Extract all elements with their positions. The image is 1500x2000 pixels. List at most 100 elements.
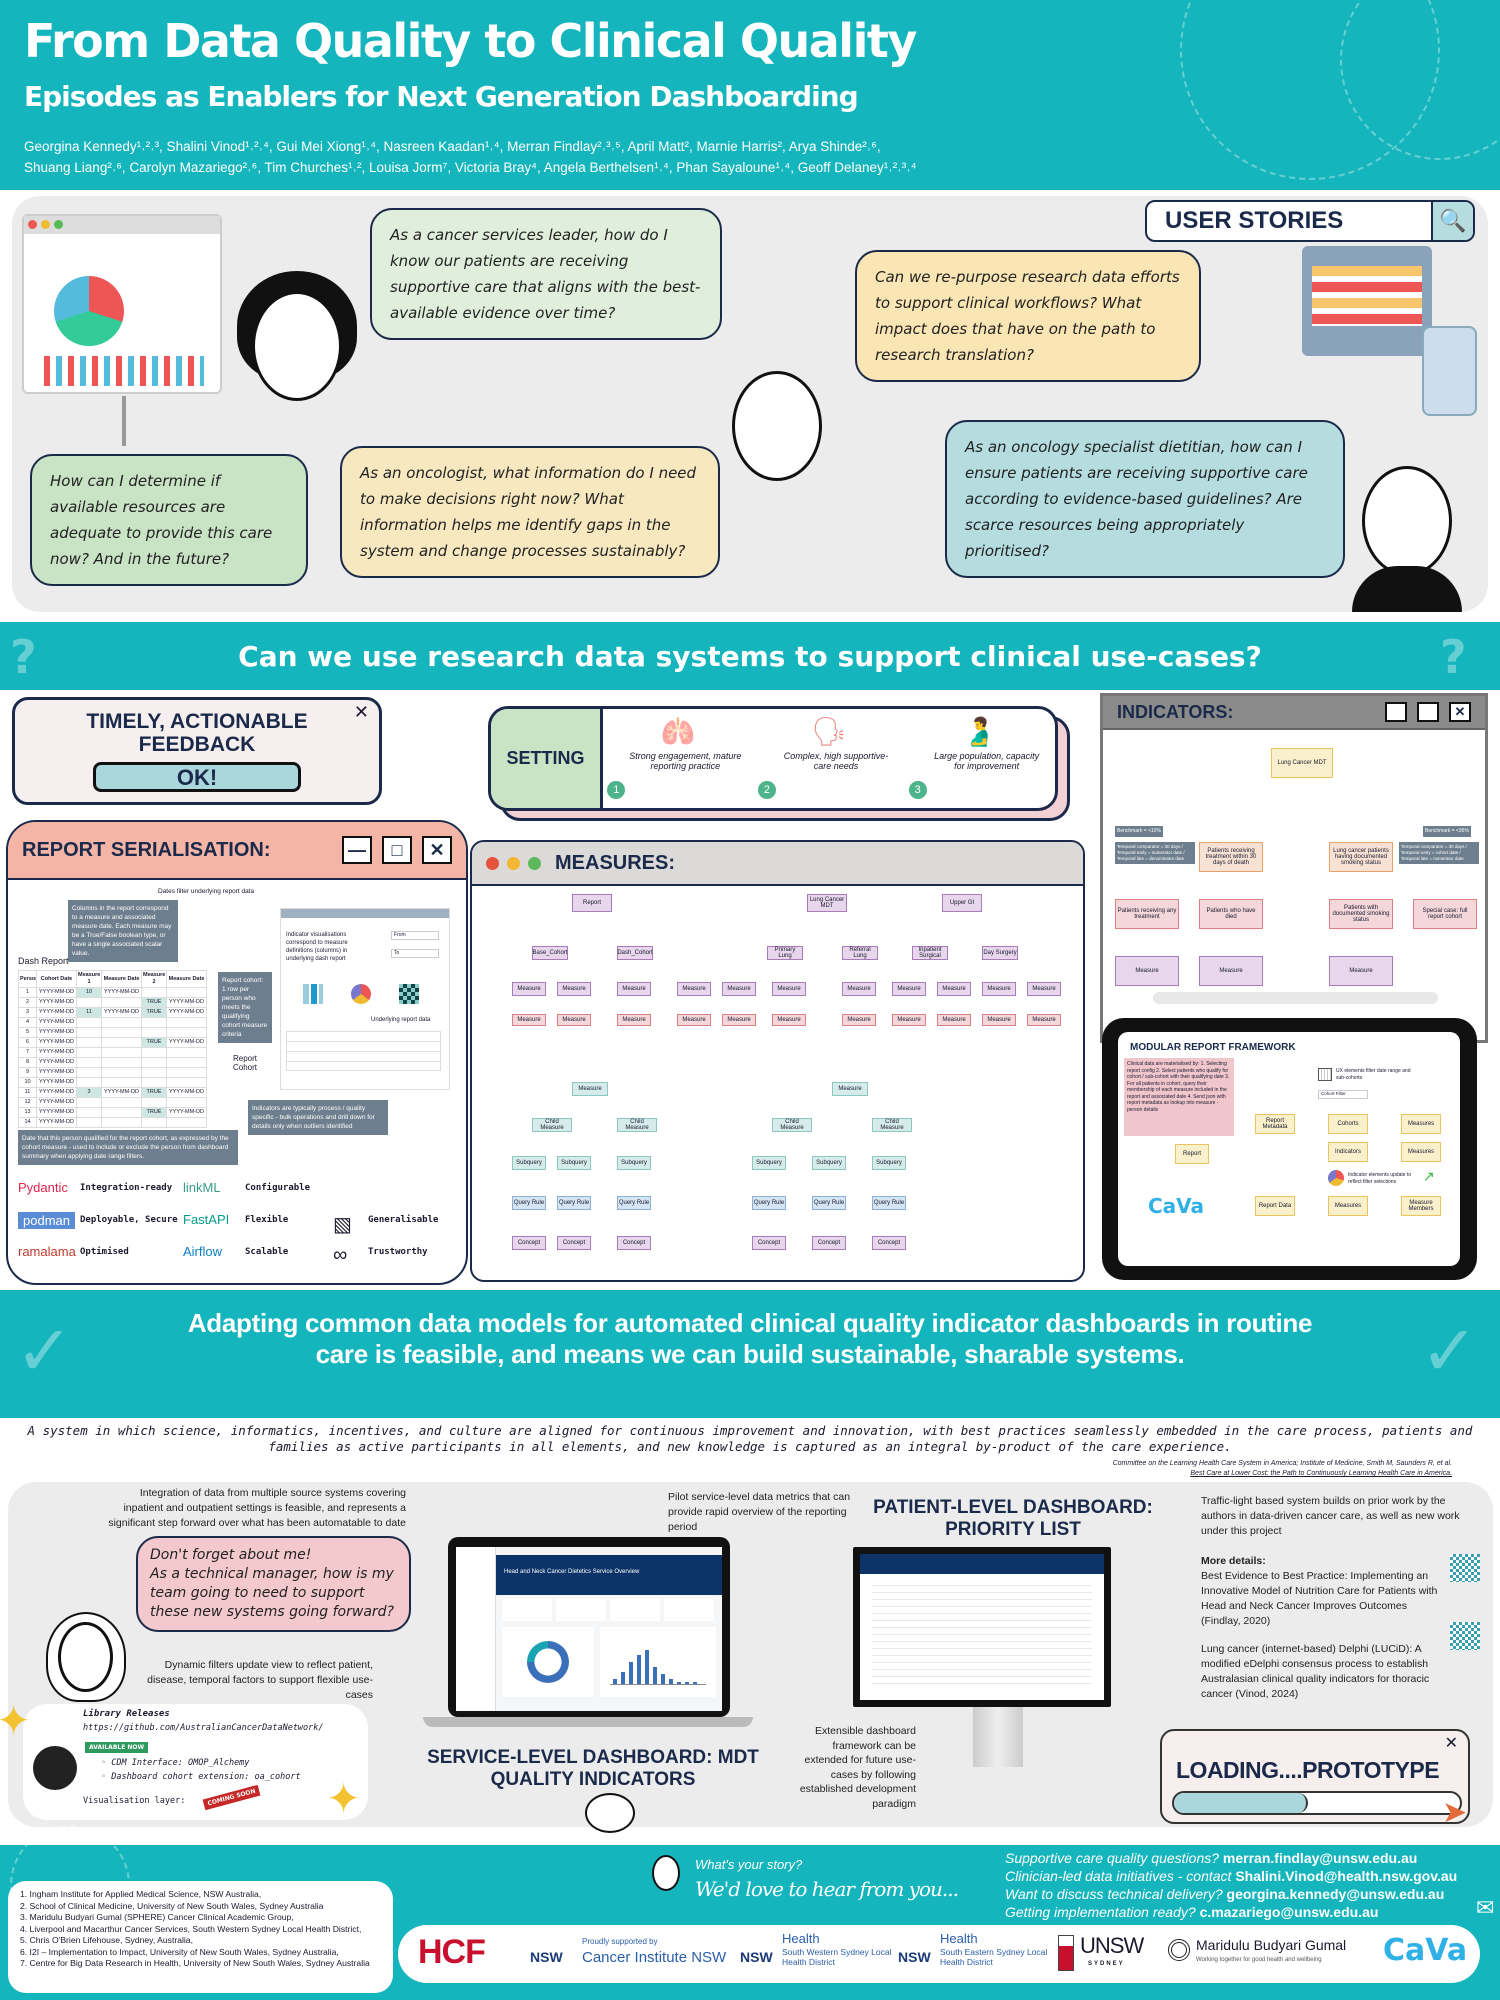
reference-vinod[interactable]: Lung cancer (internet-based) Delphi (LUC…	[1201, 1643, 1430, 1700]
table-cell	[141, 1017, 167, 1028]
framework-node: Measures	[1401, 1114, 1441, 1134]
library-name[interactable]: CDM Interface: OMOP_Alchemy	[111, 1758, 250, 1768]
qr-code-icon[interactable]	[1450, 1622, 1480, 1650]
measure-mid-node: Day Surgery	[982, 946, 1018, 960]
email-icon[interactable]: ✉	[1476, 1895, 1495, 1920]
measure-node: Measure	[512, 982, 546, 996]
library-name[interactable]: Dashboard cohort extension: oa_cohort	[111, 1772, 301, 1782]
subquery-node: Subquery	[557, 1156, 591, 1170]
learning-health-system-quote: A system in which science, informatics, …	[27, 1423, 1473, 1454]
table-cell	[166, 1057, 207, 1068]
histogram-card	[600, 1627, 716, 1697]
contact-email-link[interactable]: Shalini.Vinod@health.nsw.gov.au	[1235, 1868, 1458, 1884]
table-cell: YYYY-MM-DD	[166, 1107, 207, 1118]
maximize-icon[interactable]: □	[382, 836, 412, 864]
table-cell: 3	[76, 1087, 102, 1098]
query-rule-node: Query Rule	[617, 1196, 651, 1210]
minimize-icon[interactable]: —	[342, 836, 372, 864]
poster-subtitle: Episodes as Enablers for Next Generation…	[24, 80, 859, 113]
service-dashboard-title: SERVICE-LEVEL DASHBOARD: MDT QUALITY IND…	[427, 1747, 759, 1790]
indicator-visualisation-preview: Indicator visualisations correspond to m…	[280, 908, 450, 1090]
measure-node: Measure	[557, 982, 591, 996]
github-icon[interactable]	[33, 1746, 77, 1790]
bar-chart-icon	[44, 356, 204, 386]
column-header: Measure Date	[101, 970, 142, 988]
indicators-window: INDICATORS: ✕ Lung Cancer MDT Patients r…	[1100, 693, 1488, 1043]
qr-code-icon[interactable]	[1450, 1554, 1480, 1582]
user-stories-panel: As a cancer services leader, how do I kn…	[12, 196, 1488, 612]
ok-button[interactable]: OK!	[93, 762, 301, 792]
github-link[interactable]: https://github.com/AustralianCancerDataN…	[83, 1723, 324, 1733]
measure-mid-node: Primary Lung	[767, 946, 803, 960]
from-select[interactable]: From	[391, 931, 439, 940]
indicator-node: Patients receiving treatment within 30 d…	[1199, 842, 1263, 872]
ramalama-logo: ramalama	[18, 1244, 76, 1259]
dashboard-sidebar	[456, 1547, 496, 1711]
child-measure-node: Child Measure	[872, 1118, 912, 1132]
technical-manager-avatar	[58, 1622, 113, 1692]
table-cell	[76, 1047, 102, 1058]
framework-node: Measures	[1401, 1142, 1441, 1162]
indicators-note: Indicators are typically process / quali…	[248, 1100, 388, 1135]
tech-feature-label: Flexible	[245, 1215, 289, 1225]
bubble-line: Don't forget about me!	[150, 1547, 312, 1563]
measure-top-node: Report	[572, 894, 612, 912]
woman-avatar-1	[252, 291, 342, 401]
table-cell	[141, 1027, 167, 1038]
measure-leaf-node: Measure	[892, 1014, 926, 1026]
service-dashboard: Head and Neck Cancer Dietetics Service O…	[456, 1547, 722, 1711]
speech-bubble-services-leader: As a cancer services leader, how do I kn…	[370, 208, 722, 340]
user-stories-label: USER STORIES	[1165, 207, 1344, 234]
close-icon[interactable]: ✕	[353, 702, 369, 722]
search-icon[interactable]: 🔍	[1431, 202, 1473, 240]
subquery-node: Subquery	[872, 1156, 906, 1170]
table-cell: YYYY-MM-DD	[36, 1057, 77, 1068]
reference-findlay[interactable]: Best Evidence to Best Practice: Implemen…	[1201, 1570, 1438, 1627]
contact-email-link[interactable]: georgina.kennedy@unsw.edu.au	[1226, 1886, 1445, 1902]
user-stories-search[interactable]: USER STORIES 🔍	[1145, 200, 1475, 242]
cursor-click-icon: ➤	[1442, 1796, 1468, 1829]
contact-email-link[interactable]: merran.findlay@unsw.edu.au	[1222, 1850, 1418, 1866]
measure-leaf-node: Measure	[617, 1014, 651, 1026]
tech-feature-label: Configurable	[245, 1183, 311, 1193]
histogram-bar	[613, 1679, 617, 1684]
histogram-bar	[693, 1681, 697, 1684]
concept-node: Concept	[617, 1236, 651, 1250]
infinity-logo-icon: ∞	[333, 1244, 348, 1266]
question-mark-icon: ?	[1440, 630, 1467, 684]
concept-node: Concept	[752, 1236, 786, 1250]
speech-bubble-oncologist: As an oncologist, what information do I …	[340, 446, 720, 578]
framework-node: Measures	[1328, 1196, 1368, 1216]
maximize-icon[interactable]	[1417, 702, 1439, 722]
traffic-light-caption: Traffic-light based system builds on pri…	[1201, 1495, 1460, 1537]
to-select[interactable]: To	[391, 949, 439, 958]
poster-title: From Data Quality to Clinical Quality	[24, 14, 917, 68]
histogram	[610, 1649, 706, 1685]
close-dot-icon[interactable]	[486, 856, 499, 870]
measure-leaf-node: Measure	[937, 1014, 971, 1026]
affiliation-item: 5. Chris O'Brien Lifehouse, Sydney, Aust…	[20, 1935, 193, 1945]
conclusion-band: ✓ ✓ Adapting common data models for auto…	[0, 1290, 1500, 1418]
close-icon[interactable]: ✕	[1444, 1735, 1458, 1752]
maximize-dot-icon[interactable]	[528, 856, 541, 870]
measure-leaf-node: Measure	[512, 1014, 546, 1026]
table-cell	[166, 1027, 207, 1038]
minimize-icon[interactable]	[1385, 702, 1407, 722]
close-icon[interactable]: ✕	[422, 836, 452, 864]
affiliation-item: 3. Maridulu Budyari Gumal (SPHERE) Cance…	[20, 1912, 294, 1922]
head-neck-icon: 🗣	[811, 716, 847, 747]
measure-mid-node: Inpatient Surgical	[912, 946, 948, 960]
measure-node: Measure	[1329, 956, 1393, 986]
loading-title: LOADING....PROTOTYPE	[1176, 1757, 1440, 1783]
table-cell	[166, 1117, 207, 1128]
minimize-dot-icon[interactable]	[507, 856, 520, 870]
measure-node: Measure	[832, 1082, 868, 1096]
monitor-stand	[973, 1707, 1023, 1767]
table-cell	[101, 1047, 142, 1058]
table-cell: TRUE	[141, 1007, 167, 1018]
contact-email-link[interactable]: c.mazariego@unsw.edu.au	[1199, 1904, 1379, 1920]
measure-node: Measure	[1115, 956, 1179, 986]
cohort-filter-select[interactable]: Cohort Filter	[1318, 1090, 1368, 1099]
close-icon[interactable]: ✕	[1449, 702, 1471, 722]
